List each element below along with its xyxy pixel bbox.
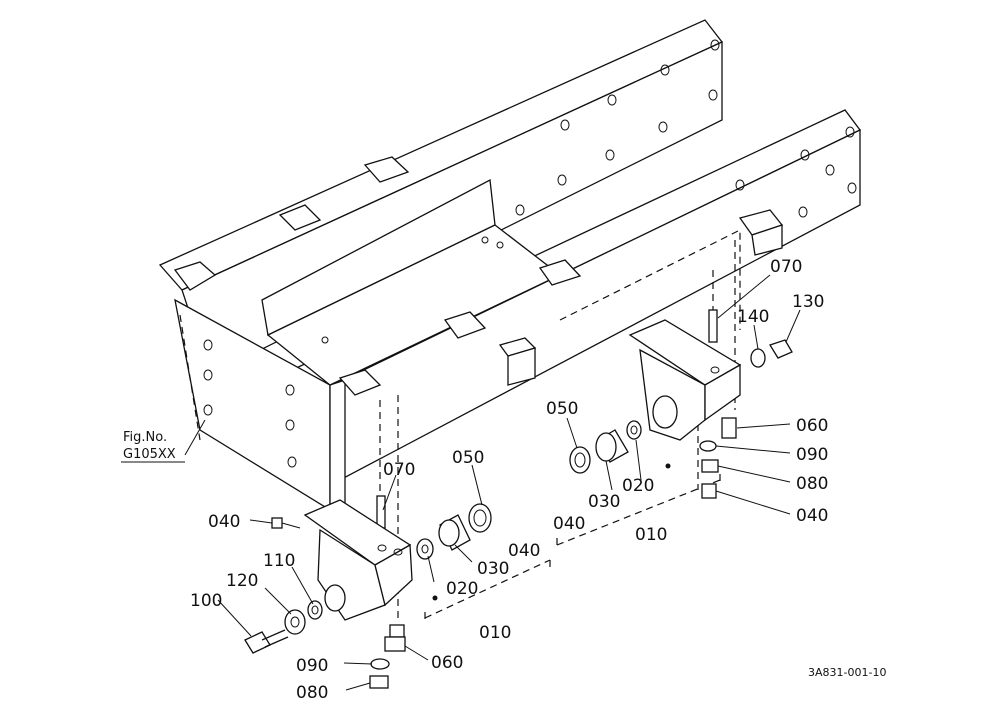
callout-left-050: 050 [452,448,484,468]
callout-right-080: 080 [796,474,828,494]
callout-right-140: 140 [737,307,769,327]
callout-left-040a: 040 [208,512,240,532]
figure-ref-line2: G105XX [123,447,176,462]
callout-left-110: 110 [263,551,295,571]
figure-ref-line1: Fig.No. [123,430,167,445]
callout-right-060: 060 [796,416,828,436]
frame-assembly [158,19,861,512]
callout-left-030: 030 [477,559,509,579]
callout-left-070: 070 [383,460,415,480]
figure-reference: Fig.No. G105XX [121,430,185,463]
leader-lines [184,274,801,691]
callout-right-070: 070 [770,257,802,277]
callout-left-010: 010 [479,623,511,643]
callout-left-080: 080 [296,683,328,703]
right-mount-assembly [556,240,793,548]
callout-left-040b: 040 [508,541,540,561]
left-mount-assembly [244,395,551,689]
callout-right-030: 030 [588,492,620,512]
callout-left-060: 060 [431,653,463,673]
callout-right-130: 130 [792,292,824,312]
callout-right-040a: 040 [796,506,828,526]
callout-left-090: 090 [296,656,328,676]
rail-holes [203,39,857,468]
callouts-left: 040 070 050 110 120 100 020 030 040 010 … [190,448,540,703]
callout-left-100: 100 [190,591,222,611]
callouts-right: 070 140 130 050 060 090 080 040 030 020 … [546,257,828,545]
callout-right-040b: 040 [553,514,585,534]
callout-right-010: 010 [635,525,667,545]
callout-left-020: 020 [446,579,478,599]
callout-right-090: 090 [796,445,828,465]
callout-right-020: 020 [622,476,654,496]
callout-right-050: 050 [546,399,578,419]
drawing-code: 3A831-001-10 [808,666,886,679]
callout-left-120: 120 [226,571,258,591]
